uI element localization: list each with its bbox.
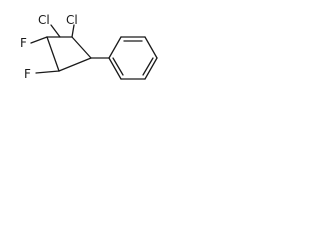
ring-bond-bottom [58,57,92,72]
phenyl-ring [108,36,158,80]
phenyl-bond-3 [144,36,158,59]
bond-c-f-bottom [35,70,60,74]
ring-bond-right [71,36,92,59]
phenyl-bond-6 [108,57,122,80]
phenyl-bond-4 [144,57,158,80]
atom-f-top: F [20,36,27,50]
phenyl-bond-1 [108,36,122,59]
substituent-bonds [30,24,110,74]
atom-f-bottom: F [24,67,31,81]
atom-cl-left: Cl [38,13,50,27]
bond-c-f-top [30,36,48,44]
bond-c-cl-left [50,24,61,38]
bond-c-cl-right [71,24,75,38]
atom-labels: Cl Cl F F [20,13,78,81]
ring-bond-left [46,36,60,72]
phenyl-double-bond-3 [112,57,124,76]
phenyl-double-bond-2 [142,57,154,76]
chemical-structure-diagram: Cl Cl F F [20,13,158,81]
atom-cl-right: Cl [66,13,78,27]
cyclobutane-ring [46,36,92,72]
